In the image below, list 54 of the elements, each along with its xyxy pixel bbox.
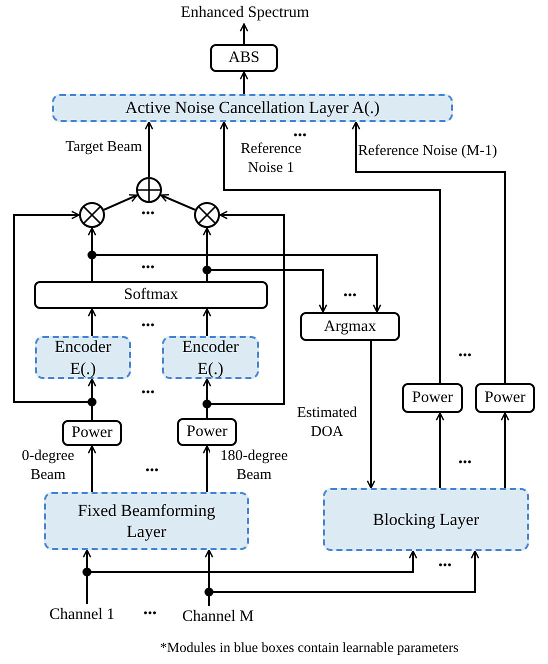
node-label: ABS [227,48,261,68]
layer-box [323,488,529,551]
arrow [104,194,138,211]
layer-box [162,336,259,379]
process-box [210,44,278,72]
arrow [352,121,506,383]
arrow [88,308,96,336]
layer-box [35,336,131,379]
sum-circle [136,177,162,203]
ellipsis: ... [141,311,155,329]
text-label: Channel M [181,607,255,627]
text-label: Channel 1 [48,605,116,625]
process-box [402,383,463,413]
node-label: Power [484,388,526,408]
ellipsis: ... [145,456,159,474]
ellipsis: ... [438,551,452,569]
process-box [177,418,237,446]
ellipsis: ... [143,599,157,617]
arrow [202,308,212,336]
process-box [62,420,122,446]
node-label: Encoder E(.) [54,336,112,379]
arrow [220,121,441,383]
node-label: Power [411,388,454,408]
node-label: Fixed Beamforming Layer [76,500,216,542]
process-box [475,383,535,413]
arrow [144,121,154,177]
node-label: Softmax [122,285,180,305]
node-label: Blocking Layer [372,508,480,530]
node-label: Encoder E(.) [181,336,240,379]
ellipsis: ... [343,281,357,299]
ellipsis: ... [141,253,155,271]
node-label: Active Noise Cancellation Layer A(.) [124,97,381,119]
arrow [160,194,196,211]
process-box [34,281,268,309]
arrow [436,412,444,488]
node-label: Argmax [322,316,378,336]
arrow [240,71,248,94]
ellipsis: ... [458,341,472,359]
arrow [88,445,96,492]
text-label: Enhanced Spectrum [180,3,310,23]
node-label: Power [186,422,228,442]
arrow [202,445,212,492]
ellipsis: ... [293,121,307,139]
ellipsis: ... [458,448,472,466]
ellipsis: ... [141,378,155,396]
arrow [500,412,510,488]
layer-box [52,94,453,122]
layer-box [44,492,249,550]
footnote: *Modules in blue boxes contain learnable parameters [160,640,459,658]
node-label: Power [70,423,114,443]
ellipsis: ... [141,199,155,217]
arrow [240,23,248,44]
process-box [300,312,400,341]
arrow [366,341,376,489]
